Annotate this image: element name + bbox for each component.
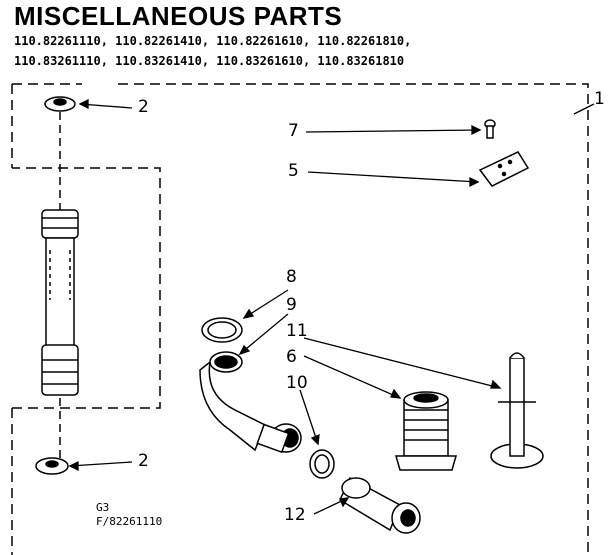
elbow-hose	[199, 351, 302, 454]
hose-coupling	[41, 209, 79, 396]
footer-ref: F/82261110	[96, 515, 163, 528]
footer-code: G3	[96, 501, 110, 514]
callout-8: 8	[286, 267, 297, 287]
clamp-ring	[201, 317, 243, 343]
washer-top	[44, 96, 76, 112]
callout-12: 12	[284, 505, 306, 525]
callout-10: 10	[286, 373, 308, 393]
callout-2-bottom: 2	[138, 451, 149, 471]
callout-9: 9	[286, 295, 297, 315]
leader-lines	[68, 98, 595, 515]
threaded-fitting	[395, 391, 457, 471]
model-numbers-line-2: 110.83261110, 110.83261410, 110.83261610…	[14, 54, 405, 68]
washer-bottom	[35, 457, 69, 475]
kit-boundary	[11, 83, 589, 555]
callout-2-top: 2	[138, 97, 149, 117]
model-numbers-line-1: 110.82261110, 110.82261410, 110.82261610…	[14, 34, 412, 48]
o-ring	[309, 449, 335, 479]
screw	[484, 119, 496, 139]
callout-7: 7	[288, 121, 299, 141]
callout-5: 5	[288, 161, 299, 181]
callout-11: 11	[286, 321, 308, 341]
diagram-title: MISCELLANEOUS PARTS	[14, 1, 343, 31]
clip	[478, 151, 530, 187]
callout-1: 1	[594, 89, 605, 109]
callout-6: 6	[286, 347, 297, 367]
pin-stand	[490, 352, 544, 469]
sleeve	[339, 476, 421, 534]
